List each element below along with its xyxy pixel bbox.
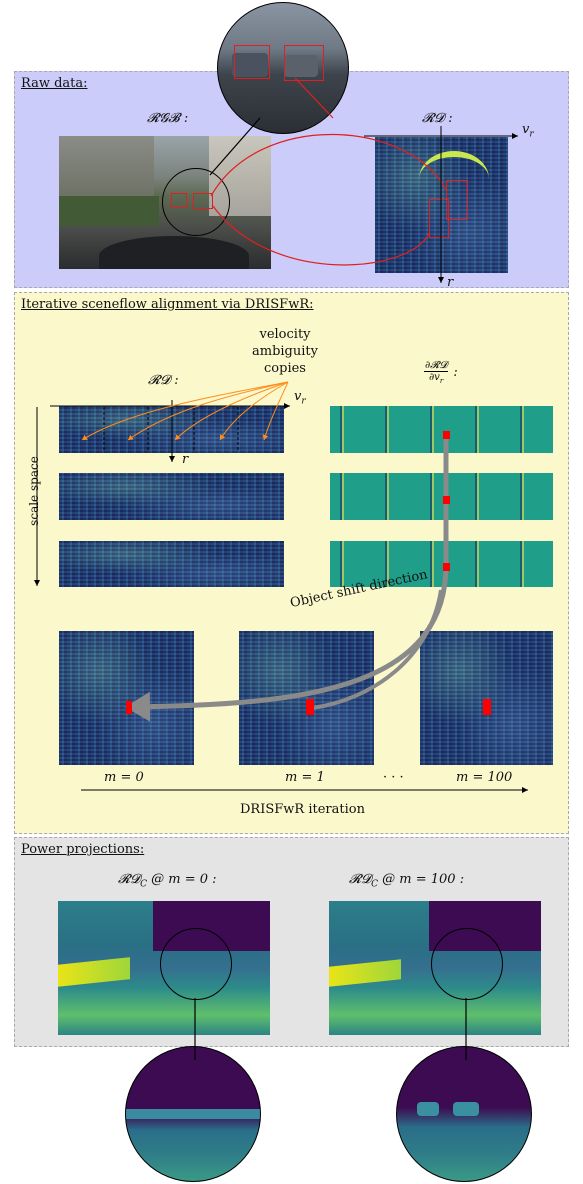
rd-axis-r-label: r: [447, 275, 454, 290]
grad-strip-scale-1: [330, 406, 553, 453]
iter-label-m100: m = 100: [456, 770, 513, 785]
note-line-1: velocity: [259, 327, 311, 342]
rd-box-upper: [446, 180, 468, 220]
note-line-2: ambiguity: [252, 344, 318, 359]
rd-strip-scale-3: [59, 541, 284, 587]
zoom-circle-m0: [125, 1046, 261, 1182]
strip-axis-r-label: r: [182, 452, 189, 467]
note-line-3: copies: [264, 361, 306, 376]
rgb-box-right: [193, 193, 213, 209]
iter-label-m1: m = 1: [285, 770, 325, 785]
power-right-label: 𝓡𝓓C @ m = 100 :: [349, 872, 465, 890]
raw-data-title: Raw data:: [21, 76, 88, 91]
power-focus-circle-left: [160, 928, 232, 1000]
rgb-label: 𝓡𝓖𝓑 :: [147, 111, 189, 126]
power-projection-m0: [58, 901, 270, 1035]
iteration-axis-label: DRISFwR iteration: [240, 802, 365, 817]
zoom-box-right: [284, 45, 324, 81]
rgb-box-left: [171, 193, 187, 208]
rd-strip-scale-2: [59, 473, 284, 520]
rd-axis-vr-label: vr: [522, 122, 534, 140]
rgb-focus-circle: [162, 168, 230, 236]
rd-strip-scale-1: [59, 406, 284, 453]
strip-axis-vr-label: vr: [294, 389, 306, 407]
power-title: Power projections:: [21, 842, 145, 857]
iter-label-m0: m = 0: [104, 770, 144, 785]
rd-label: 𝓡𝓓 :: [422, 111, 453, 126]
scale-space-label: scale space: [27, 456, 41, 526]
grad-colon: :: [453, 365, 458, 380]
grad-denominator: ∂vr: [429, 372, 444, 385]
rd-iteration-m1: [239, 631, 374, 765]
iteration-title: Iterative sceneflow alignment via DRISFw…: [21, 297, 314, 312]
rd-box-lower: [429, 199, 449, 238]
gradient-label: ∂𝓡𝓓 ∂vr :: [424, 360, 458, 385]
iter-dots: · · ·: [383, 770, 404, 785]
iter-rd-label: 𝓡𝓓 :: [148, 373, 179, 388]
rd-arc: [419, 151, 489, 207]
velocity-ambiguity-note: velocity ambiguity copies: [250, 326, 320, 377]
zoom-box-left: [234, 45, 270, 79]
zoom-circle-m100: [396, 1046, 532, 1182]
grad-numerator: ∂𝓡𝓓: [424, 360, 449, 372]
rgb-zoom-circle: [217, 2, 349, 134]
rd-iteration-m0: [59, 631, 194, 765]
rd-iteration-m100: [420, 631, 553, 765]
power-focus-circle-right: [431, 928, 503, 1000]
grad-strip-scale-2: [330, 473, 553, 520]
power-left-label: 𝓡𝓓C @ m = 0 :: [118, 872, 217, 890]
